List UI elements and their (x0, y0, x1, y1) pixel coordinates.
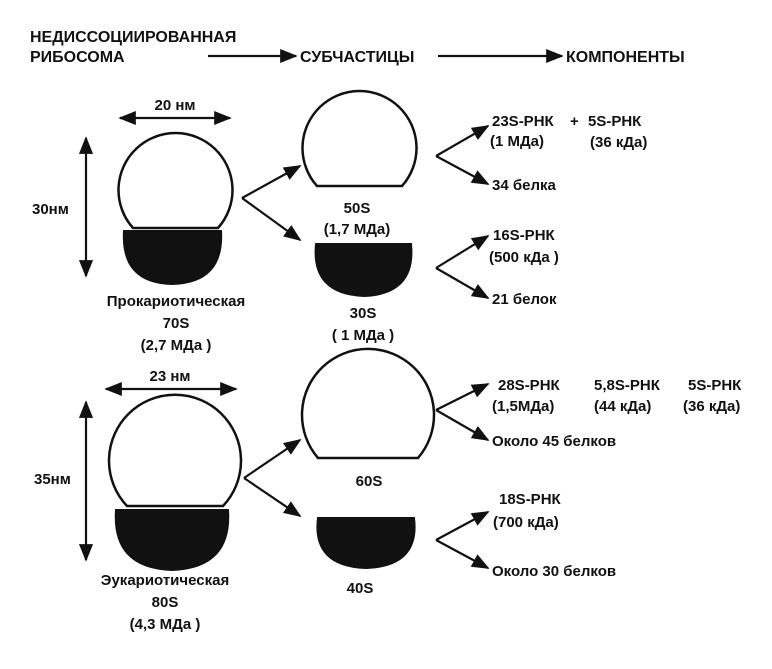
rna-5s-euk: 5S-РНК (688, 377, 742, 394)
header-col1-line1: НЕДИССОЦИИРОВАННАЯ (30, 29, 236, 46)
30s-to-rna-arrow (435, 235, 490, 269)
eukaryote-to-large-arrow (243, 439, 302, 479)
prokaryote-height-label: 30нм (32, 201, 69, 218)
rna-5-8s: 5,8S-РНК (594, 377, 661, 394)
subunit-40s-label: 40S (347, 580, 374, 597)
subunit-30s-mass: ( 1 МДа ) (332, 327, 394, 344)
eukaryote-large-subunit-shape (107, 393, 243, 508)
60s-to-rna-arrow (435, 383, 490, 411)
50s-to-proteins-arrow (435, 155, 490, 185)
subunit-60s-shape (300, 347, 436, 460)
prokaryote-large-proteins: 34 белка (492, 177, 556, 194)
rna-23s-mass: (1 МДа) (490, 133, 544, 150)
prokaryote-small-subunit-shape (122, 230, 223, 286)
prokaryote-small-proteins: 21 белок (492, 291, 557, 308)
subunit-60s-label: 60S (356, 473, 383, 490)
prokaryote-mass: (2,7 МДа ) (141, 337, 212, 354)
40s-to-rna-arrow (435, 511, 490, 541)
subunit-30s-label: 30S (350, 305, 377, 322)
rna-18s: 18S-РНК (499, 491, 562, 508)
rna-28s: 28S-РНК (498, 377, 561, 394)
subunit-50s-mass: (1,7 МДа) (324, 221, 391, 238)
subunit-50s-label: 50S (344, 200, 371, 217)
rna-5s-euk-mass: (36 кДа) (683, 398, 740, 415)
prokaryote-width-label: 20 нм (154, 97, 195, 114)
eukaryote-small-subunit-shape (114, 509, 230, 572)
header-col2: СУБЧАСТИЦЫ (300, 49, 414, 66)
prokaryote-large-subunit-shape (117, 131, 234, 230)
rna-16s: 16S-РНК (493, 227, 556, 244)
subunit-30s-shape (314, 243, 413, 298)
eukaryote-width-label: 23 нм (149, 368, 190, 385)
eukaryote-name: Эукариотическая (101, 572, 229, 589)
rna-16s-mass: (500 кДа ) (489, 249, 559, 266)
40s-to-proteins-arrow (435, 539, 490, 569)
eukaryote-height-label: 35нм (34, 471, 71, 488)
prokaryote-to-small-arrow (241, 197, 302, 242)
subunit-40s-shape (316, 517, 416, 570)
prokaryote-name: Прокариотическая (107, 293, 246, 310)
header-col3: КОМПОНЕНТЫ (566, 49, 685, 66)
60s-to-proteins-arrow (435, 409, 490, 441)
header-col1-line2: РИБОСОМА (30, 49, 125, 66)
rna-5-8s-mass: (44 кДа) (594, 398, 651, 415)
eukaryote-sediment: 80S (152, 594, 179, 611)
eukaryote-mass: (4,3 МДа ) (130, 616, 201, 633)
rna-5s-prok: 5S-РНК (588, 113, 642, 130)
eukaryote-to-small-arrow (243, 477, 302, 517)
prokaryote-to-large-arrow (241, 165, 302, 199)
eukaryote-small-proteins: Около 30 белков (492, 563, 616, 580)
prokaryote-sediment: 70S (163, 315, 190, 332)
30s-to-proteins-arrow (435, 267, 490, 299)
rna-18s-mass: (700 кДа) (493, 514, 559, 531)
rna-28s-mass: (1,5МДа) (492, 398, 554, 415)
rna-plus-sign: + (570, 113, 579, 130)
eukaryote-large-proteins: Около 45 белков (492, 433, 616, 450)
50s-to-rna-arrow (435, 125, 490, 157)
subunit-50s-shape (301, 89, 418, 188)
rna-5s-prok-mass: (36 кДа) (590, 134, 647, 151)
rna-23s: 23S-РНК (492, 113, 555, 130)
